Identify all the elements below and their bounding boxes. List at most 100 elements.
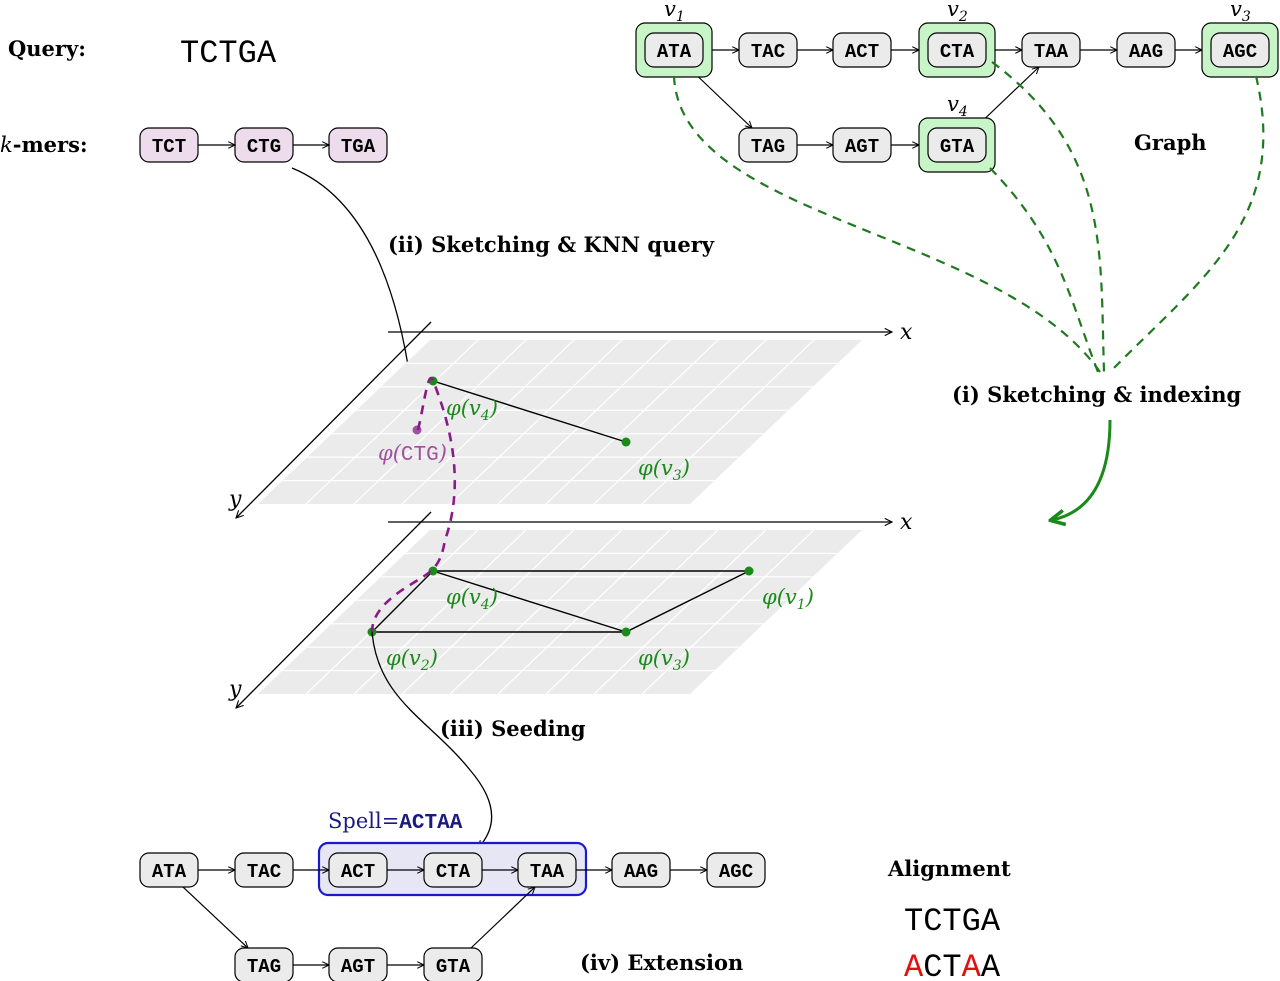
neighbor-edge <box>432 380 627 443</box>
vertex-label: v2 <box>947 0 968 25</box>
y-axis <box>236 321 432 518</box>
kmer-node-tga: TGA <box>328 127 388 163</box>
alignment-char: T <box>942 903 961 940</box>
ext-node-tac: TAC <box>234 852 294 888</box>
node-label: CTG <box>247 136 281 158</box>
alignment-char: A <box>981 903 1001 940</box>
grid-line <box>641 339 815 505</box>
node-label: TGA <box>341 136 376 158</box>
embedding-point-label: φ(v1) <box>762 585 814 613</box>
graph-node-agt: AGT <box>832 127 892 163</box>
node-box <box>423 947 483 981</box>
embedding-plane-upper: x y φ(v4) φ(v3) φ(CTG) <box>228 320 913 518</box>
node-label: TAA <box>530 861 565 883</box>
embedding-point-label: φ(v4) <box>446 396 498 424</box>
embedding-point-label: φ(v2) <box>386 646 438 674</box>
node-box <box>1116 32 1176 68</box>
node-box <box>832 127 892 163</box>
kmer-chain: TCT CTG TGA <box>139 127 388 163</box>
query-label: Query: <box>8 36 86 61</box>
node-box <box>328 947 388 981</box>
grid-line <box>641 529 815 695</box>
node-box <box>927 32 987 68</box>
ext-node-gta: GTA <box>423 947 483 981</box>
graph-node-tac: TAC <box>738 32 798 68</box>
graph-node-tag: TAG <box>738 127 798 163</box>
neighbor-edge <box>371 570 434 633</box>
grid-line <box>353 339 527 505</box>
embedding-point-label: φ(v4) <box>446 585 498 613</box>
node-box <box>738 32 798 68</box>
node-label: TAG <box>247 956 281 978</box>
alignment-query: TCTGA <box>904 903 1001 940</box>
node-box <box>1210 32 1270 68</box>
step-iv-label: (iv) Extension <box>580 950 743 975</box>
node-label: AAG <box>1129 41 1163 63</box>
grid-line <box>449 529 623 695</box>
alignment-char: A <box>981 949 1001 981</box>
alignment-char: C <box>923 949 942 981</box>
indexing-edge-v3 <box>1109 75 1265 373</box>
alignment-char: C <box>923 903 942 940</box>
query-sequence: TCTGA <box>180 35 277 72</box>
node-label: AGC <box>719 861 753 883</box>
ext-node-aag: AAG <box>611 852 671 888</box>
graph-node-aag: AAG <box>1116 32 1176 68</box>
kmer-node-tct: TCT <box>139 127 199 163</box>
node-label: AGT <box>845 136 879 158</box>
embedding-point-label: φ(v3) <box>638 456 690 484</box>
embedding-point <box>412 425 422 435</box>
ext-node-ata: ATA <box>139 852 199 888</box>
embedding-point <box>621 437 631 447</box>
alignment-char: T <box>942 949 961 981</box>
step-i-label: (i) Sketching & indexing <box>952 382 1242 407</box>
ext-node-agc: AGC <box>706 852 766 888</box>
grid-line <box>593 529 767 695</box>
node-label: TAC <box>247 861 281 883</box>
y-axis-label: y <box>228 487 242 512</box>
node-box <box>611 852 671 888</box>
embedding-point <box>744 566 754 576</box>
embedding-point-label: φ(CTG) <box>378 441 447 467</box>
vertex-label: v1 <box>664 0 685 25</box>
grid-line <box>401 529 575 695</box>
node-box <box>139 852 199 888</box>
ext-node-tag: TAG <box>234 947 294 981</box>
node-label: TCT <box>152 136 186 158</box>
indexing-edge-v1 <box>672 75 1101 373</box>
ext-node-taa: TAA <box>517 852 577 888</box>
graph-label: Graph <box>1134 130 1207 155</box>
plane-surface <box>258 340 862 504</box>
node-box <box>234 947 294 981</box>
neighbor-edge <box>432 570 627 633</box>
node-label: GTA <box>436 956 471 978</box>
embedding-point-label: φ(v3) <box>638 646 690 674</box>
step-iii-label: (iii) Seeding <box>440 716 586 741</box>
node-label: AGT <box>341 956 375 978</box>
grid-line <box>449 339 623 505</box>
grid-line <box>497 339 671 505</box>
node-box <box>927 127 987 163</box>
node-label: TAC <box>751 41 785 63</box>
node-box <box>328 852 388 888</box>
node-label: ACT <box>845 41 879 63</box>
seeding-arrow <box>371 631 493 848</box>
embedding-point <box>428 566 438 576</box>
step-ii-label: (ii) Sketching & KNN query <box>388 232 715 257</box>
node-label: ACT <box>341 861 375 883</box>
plane-surface <box>258 530 862 694</box>
node-box <box>644 32 704 68</box>
x-axis-label: x <box>900 320 913 345</box>
node-box <box>832 32 892 68</box>
grid-line <box>305 339 479 505</box>
node-label: AAG <box>624 861 658 883</box>
ext-edge-branch <box>182 886 248 948</box>
ext-edge-merge <box>470 887 535 949</box>
ext-node-act: ACT <box>328 852 388 888</box>
